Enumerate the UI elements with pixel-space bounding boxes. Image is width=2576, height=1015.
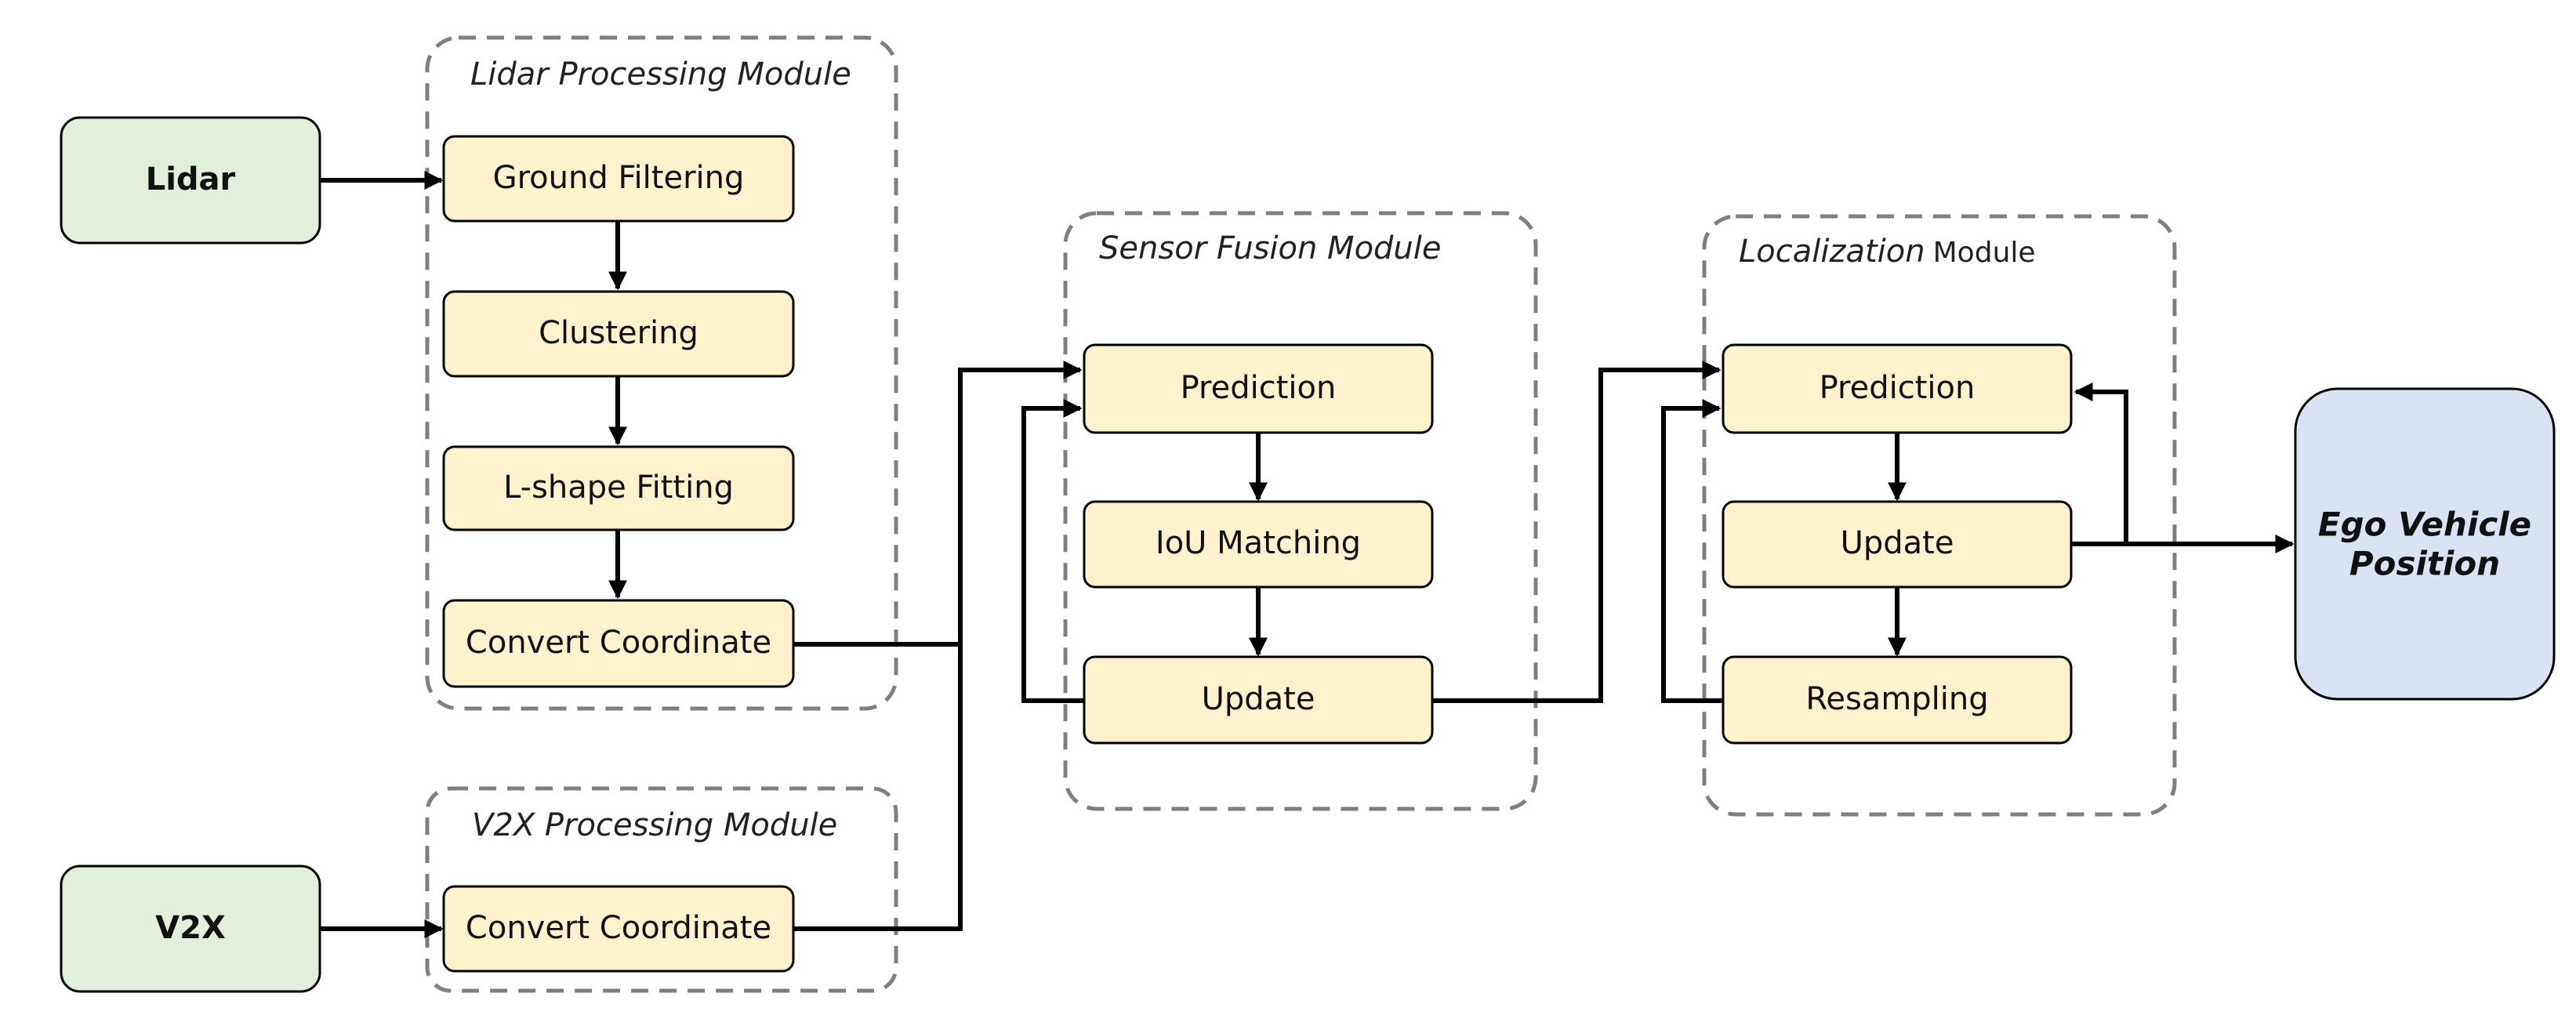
ground-filtering-box: Ground Filtering [442,135,795,223]
ego-position-line2: Position [2349,545,2500,583]
fusion-update-box: Update [1083,655,1434,745]
iou-matching-label: IoU Matching [1156,525,1361,561]
clustering-label: Clustering [539,315,698,351]
lidar-convert-coordinate-label: Convert Coordinate [466,625,771,661]
localization-title-plain: Module [1933,237,2036,269]
v2x-convert-coordinate-box: Convert Coordinate [442,885,795,973]
localization-prediction-box: Prediction [1722,343,2073,434]
fusion-prediction-label: Prediction [1181,370,1337,406]
resampling-box: Resampling [1722,655,2073,745]
resampling-label: Resampling [1805,681,1988,717]
clustering-box: Clustering [442,290,795,378]
arrow-fusion-update-to-localization-prediction [1433,361,1722,703]
localization-title-italic: Localization [1739,234,1925,270]
ego-vehicle-position-box: Ego Vehicle Position [2294,387,2556,701]
lidar-convert-coordinate-box: Convert Coordinate [442,599,795,688]
lidar-source-label: Lidar [146,161,236,198]
arrow-update-to-localization-prediction [2073,382,2128,544]
localization-prediction-label: Prediction [1820,370,1976,406]
fusion-module-title: Sensor Fusion Module [1099,230,1442,266]
arrow-resampling-feedback [1661,399,1723,703]
lidar-source-box: Lidar [60,116,321,245]
l-shape-fitting-label: L-shape Fitting [503,469,734,506]
arrow-fusion-update-feedback [1021,399,1084,703]
arrow-lidar-convert-to-fusion-prediction [794,361,1083,647]
line-v2x-convert-merge [794,644,963,931]
fusion-prediction-box: Prediction [1083,343,1434,434]
v2x-convert-coordinate-label: Convert Coordinate [466,910,771,946]
v2x-module-title: V2X Processing Module [472,807,837,843]
lidar-processing-module: Lidar Processing Module [425,35,898,711]
v2x-processing-module: V2X Processing Module [425,786,898,993]
l-shape-fitting-box: L-shape Fitting [442,445,795,531]
localization-update-label: Update [1841,525,1954,561]
fusion-update-label: Update [1202,681,1315,717]
v2x-source-label: V2X [155,910,226,946]
connectors [320,171,2295,938]
ego-position-line1: Ego Vehicle [2318,506,2531,544]
iou-matching-box: IoU Matching [1083,500,1434,589]
localization-update-box: Update [1722,500,2073,589]
ground-filtering-label: Ground Filtering [493,160,745,196]
sensor-fusion-module: Sensor Fusion Module [1063,211,1538,811]
lidar-module-title: Lidar Processing Module [470,56,851,92]
v2x-source-box: V2X [60,865,321,993]
